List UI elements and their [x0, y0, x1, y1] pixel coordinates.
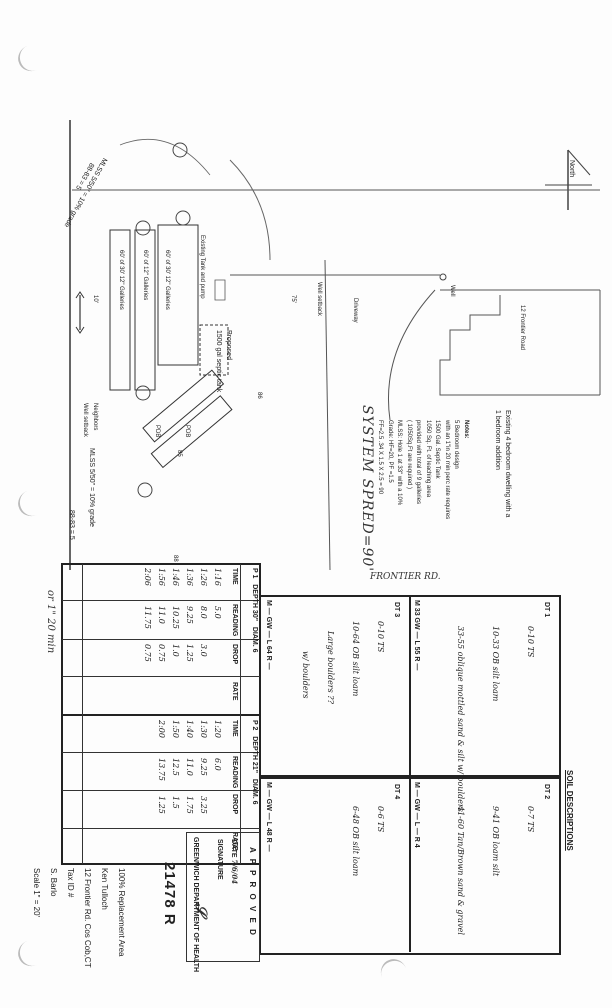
- frontier-rd-note: FRONTIER RD.: [370, 572, 441, 582]
- permit-number: 21478 R: [161, 862, 178, 926]
- notes-block: Notes: 5 Bedroom design with an 1"in 20 …: [377, 420, 470, 520]
- perc-2-row: 1:30: [199, 720, 208, 738]
- soil-hole-3-line: Large boulders ??: [326, 631, 335, 704]
- mlss-right-note: MLSS 5/50" = 10% grade: [88, 448, 95, 527]
- well-label: Well: [449, 285, 455, 297]
- project-info-block: 100% Replacement Area Ken Tulloch 12 Fro…: [32, 868, 126, 968]
- perc-2-row: 1:50: [171, 720, 180, 738]
- perc-2-row: 2:00: [157, 720, 166, 738]
- well-setback-dist: 75': [290, 295, 296, 303]
- soil-hole-1-line: 10-33 OB silt loam: [491, 626, 500, 702]
- soil-hole-4-line: 6-48 OB silt loam: [351, 806, 360, 877]
- gallery-label-1: 60' of 30' 12" Galleries: [164, 250, 170, 310]
- approval-stamp: A P P R O V E D DATE 7/6/04 SIGNATURE 𝒮 …: [186, 832, 260, 972]
- well-setback-label: Well setback: [316, 282, 322, 316]
- perc-test-1-header: P 1 DEPTH 30" DIAM. 6: [251, 568, 258, 653]
- soil-hole-2-line: 0-7 TS: [526, 806, 535, 833]
- elev-88: 88: [172, 555, 178, 562]
- soil-hole-3-line: 0-10 TS: [376, 621, 385, 653]
- perc-2-row: 1:20: [213, 720, 222, 738]
- soil-title: SOIL DESCRIPTIONS: [565, 770, 574, 851]
- gallery-label-3: 60' of 30' 12" Galleries: [118, 250, 124, 310]
- soil-hole-1-line: 0-10 TS: [526, 626, 535, 658]
- perc-1-row: 1:46: [171, 568, 180, 586]
- dist-10-label: 10': [92, 295, 98, 303]
- north-label: North: [568, 160, 575, 178]
- perc-test-2-header: P 2 DEPTH 21" DIAM. 6: [251, 720, 258, 805]
- soil-hole-4-line: 0-6 TS: [376, 806, 385, 833]
- existing-tank-label: Existing Tank and pump: [199, 235, 205, 299]
- soil-hole-3-line: w/ boulders: [301, 651, 310, 699]
- perc-test-table: P 1 DEPTH 30" DIAM. 6 TIME READING DROP …: [62, 564, 260, 864]
- soil-hole-2-line: 41-60 Tan/Brown sand & gravel: [456, 806, 465, 935]
- mlss-right-ratio: 88-83 = 5: [68, 510, 75, 540]
- proposed-label: Proposed: [225, 330, 232, 360]
- system-spread-note: SYSTEM SPRED=90': [359, 405, 375, 573]
- septic-tank-label: 1500 gal septic tank: [215, 330, 222, 393]
- existing-dwelling-note: Existing 4 bedroom dwelling with a 1 bed…: [494, 410, 511, 518]
- pdb-label-1: PDB: [184, 425, 190, 438]
- soil-hole-2-line: 9-41 OB loam silt: [491, 806, 500, 877]
- neighbors-label: Neighbors: [92, 403, 98, 431]
- road-label: 12 Frontier Road: [519, 305, 525, 351]
- elev-86: 86: [256, 392, 262, 399]
- perc-1-row: 1:16: [213, 568, 222, 586]
- well-setback-label-2: Well setback: [82, 403, 88, 437]
- soil-hole-3-line: 10-64 OB silt loam: [351, 621, 360, 697]
- perc-1-row: 1:56: [157, 568, 166, 586]
- soil-hole-1-line: 33-55 oblique mottled sand & silt w/ bou…: [456, 626, 465, 812]
- driveway-label: Driveway: [352, 298, 358, 323]
- perc-1-row: 2:06: [143, 568, 152, 586]
- perc-2-row: 1:40: [185, 720, 194, 738]
- pdb-label-2: PDB: [154, 425, 160, 438]
- elev-85: 85: [176, 450, 182, 457]
- soil-descriptions-table: DT 1 0-10 TS 10-33 OB silt loam 33-55 ob…: [260, 596, 560, 954]
- gallery-label-2: 60' of 12" Galleries: [142, 250, 148, 301]
- perc-note: or 1" 20 min: [45, 590, 56, 654]
- perc-1-row: 1:26: [199, 568, 208, 586]
- perc-1-row: 1:36: [185, 568, 194, 586]
